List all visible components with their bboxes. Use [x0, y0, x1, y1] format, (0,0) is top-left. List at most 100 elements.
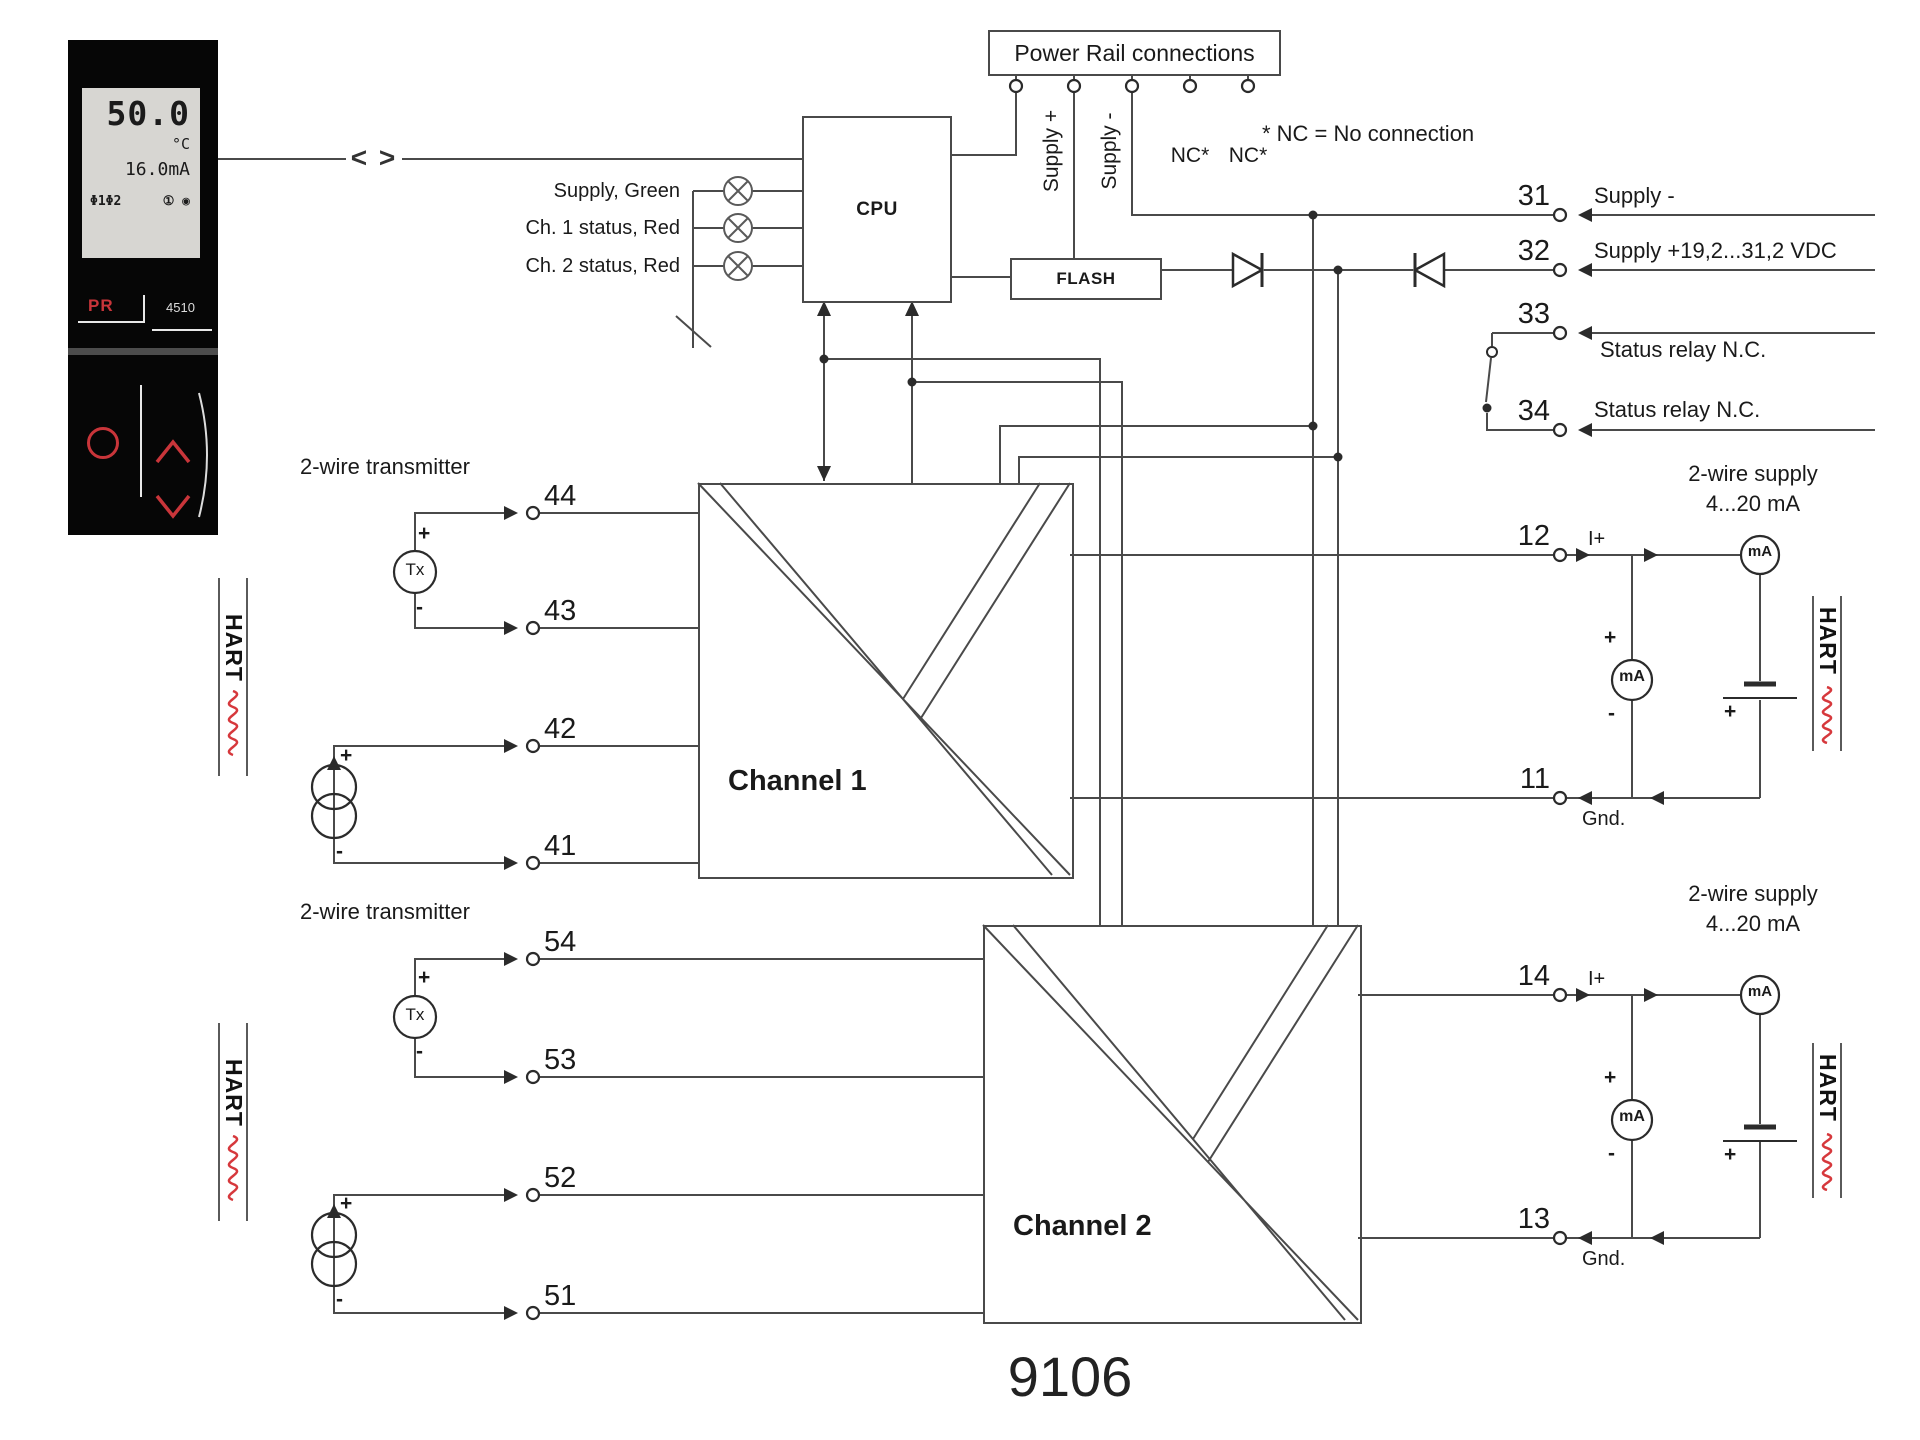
- arrowheads: [327, 208, 1664, 1320]
- hart-line: [246, 578, 248, 776]
- up-arrow-icon: [155, 439, 191, 464]
- supply-minus-pin-label: Supply -: [1098, 112, 1121, 190]
- terminal-44: 44: [544, 480, 577, 512]
- terminal-11-label: Gnd.: [1582, 808, 1626, 830]
- terminal-53: 53: [544, 1044, 577, 1076]
- tx1-plus: +: [418, 522, 431, 545]
- ma-meter3-label: mA: [1747, 983, 1773, 1000]
- ma-meter4-label: mA: [1619, 1108, 1645, 1125]
- supply1-range: 4...20 mA: [1705, 491, 1801, 516]
- keypad-divider: [140, 385, 142, 497]
- hart-logo-text: HART: [1815, 607, 1841, 675]
- power-rail-title: Power Rail connections: [1014, 39, 1255, 66]
- ok-button: [87, 427, 119, 459]
- hart-line: [1840, 1043, 1842, 1198]
- panel-divider: [143, 295, 145, 323]
- hart-wave-icon: [227, 690, 239, 757]
- ma-meter-symbols: [1610, 534, 1781, 1142]
- tx2-minus: -: [416, 1040, 423, 1063]
- branch2-minus: -: [1608, 1142, 1615, 1165]
- terminal-32-label: Supply +19,2...31,2 VDC: [1594, 238, 1837, 263]
- hart-logo-text: HART: [221, 1059, 247, 1127]
- branch2-plus: +: [1604, 1066, 1617, 1089]
- hart-line: [1840, 596, 1842, 751]
- hart-logo-ch1-right: HART: [1812, 596, 1844, 751]
- hart-logo-ch2-left: HART: [218, 1023, 250, 1221]
- nc-note: * NC = No connection: [1262, 121, 1475, 146]
- hart-logo-text: HART: [221, 614, 247, 682]
- terminal-13: 13: [1517, 1203, 1550, 1235]
- terminal-34: 34: [1517, 395, 1550, 427]
- hart-line: [246, 1023, 248, 1221]
- hart-line: [218, 578, 220, 776]
- terminal-33: 33: [1517, 298, 1550, 330]
- supply-plus-pin-label: Supply +: [1040, 109, 1063, 193]
- cpu-box: CPU: [802, 116, 952, 303]
- nc-pin-label-1: NC*: [1170, 144, 1210, 167]
- relay-pivot: [1486, 346, 1498, 358]
- terminal-12-label: I+: [1588, 528, 1606, 550]
- lcd-display: 50.0 °C 16.0mA Φ1Φ2 ① ◉: [82, 88, 200, 258]
- terminal-33-label: Status relay N.C.: [1600, 337, 1767, 362]
- ma-meter1-label: mA: [1747, 543, 1773, 560]
- down-arrow-icon: [155, 494, 191, 519]
- hart-wave-icon: [227, 1135, 239, 1202]
- hart-line: [1812, 1043, 1814, 1198]
- keypad-separator: [68, 348, 218, 355]
- keypad-arc: [198, 392, 208, 518]
- panel-divider: [78, 321, 144, 323]
- terminal-14: 14: [1517, 960, 1550, 992]
- terminal-43: 43: [544, 595, 577, 627]
- terminal-31-label: Supply -: [1594, 183, 1675, 208]
- flash-box: FLASH: [1010, 258, 1162, 300]
- panel-divider: [152, 329, 212, 331]
- cpu-label: CPU: [856, 198, 898, 220]
- cs2-plus: +: [340, 1192, 353, 1215]
- terminal-31: 31: [1517, 180, 1550, 212]
- power-rail-box: Power Rail connections: [988, 30, 1281, 76]
- tx1-label: Tx: [405, 560, 425, 579]
- lcd-unit: °C: [171, 135, 190, 153]
- cs1-minus: -: [336, 840, 343, 863]
- supply2-range: 4...20 mA: [1705, 911, 1801, 936]
- battery2-plus: +: [1724, 1143, 1737, 1166]
- tx-symbols: [392, 549, 438, 1040]
- hart-line: [1812, 596, 1814, 751]
- terminal-13-label: Gnd.: [1582, 1248, 1626, 1270]
- branch1-plus: +: [1604, 626, 1617, 649]
- channel1-title: Channel 1: [728, 765, 867, 797]
- hart-logo-ch1-left: HART: [218, 578, 250, 776]
- lcd-output-current: 16.0mA: [124, 159, 190, 180]
- terminal-52: 52: [544, 1162, 577, 1194]
- branch1-minus: -: [1608, 702, 1615, 725]
- hart-line: [218, 1023, 220, 1221]
- channel-icons: Φ1Φ2: [90, 194, 122, 209]
- terminal-12: 12: [1517, 520, 1550, 552]
- diode-symbols: [1231, 251, 1446, 289]
- front-display-unit: 50.0 °C 16.0mA Φ1Φ2 ① ◉ PR 4510: [68, 40, 218, 535]
- current-source-symbols: [310, 763, 358, 1288]
- keypad-arrows: [155, 392, 208, 519]
- channel2-title: Channel 2: [1013, 1210, 1152, 1242]
- supply2-title: 2-wire supply: [1688, 881, 1818, 906]
- supply1-title: 2-wire supply: [1688, 461, 1818, 486]
- hart-logo-ch2-right: HART: [1812, 1043, 1844, 1198]
- terminal-51: 51: [544, 1280, 577, 1312]
- cs1-plus: +: [340, 744, 353, 767]
- lcd-status-icons: Φ1Φ2 ① ◉: [88, 194, 190, 209]
- terminal-14-label: I+: [1588, 968, 1606, 990]
- transmitter1-title: 2-wire transmitter: [300, 454, 470, 479]
- nc-pin-label-2: NC*: [1228, 144, 1268, 167]
- led-label-ch1: Ch. 1 status, Red: [525, 217, 680, 239]
- isolation-diagonals: [697, 482, 1359, 1321]
- battery1-plus: +: [1724, 700, 1737, 723]
- terminal-11: 11: [1519, 763, 1550, 795]
- battery-symbols: [1723, 681, 1797, 1142]
- tx2-label: Tx: [405, 1005, 425, 1024]
- led-label-ch2: Ch. 2 status, Red: [525, 255, 680, 277]
- status-icons: ① ◉: [162, 194, 190, 209]
- tx2-plus: +: [418, 966, 431, 989]
- product-number: 9106: [1007, 1345, 1133, 1408]
